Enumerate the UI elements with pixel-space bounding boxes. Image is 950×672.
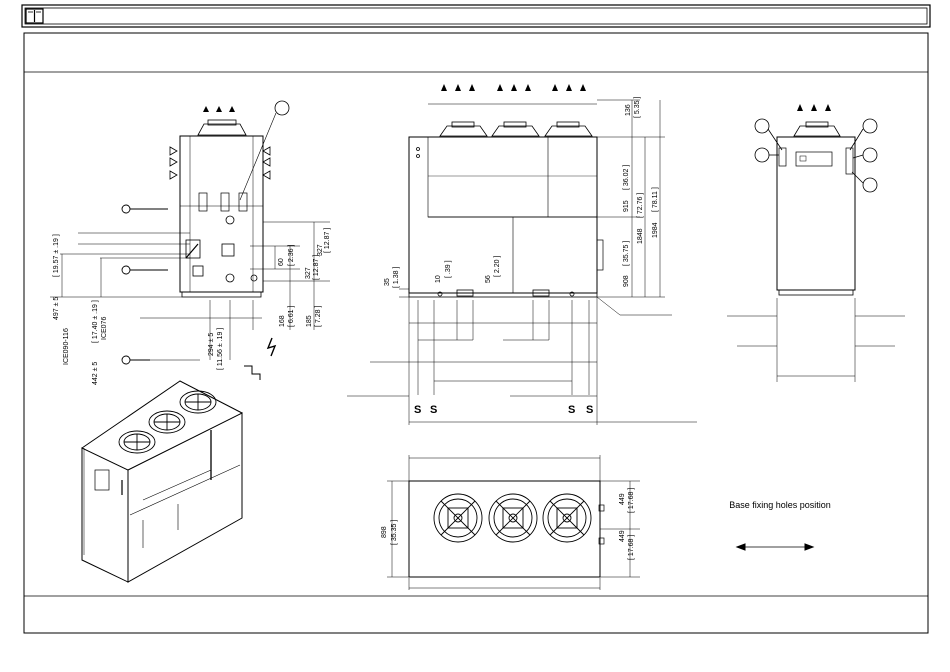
water-connection-icon bbox=[121, 204, 168, 365]
dim-text: 60 bbox=[278, 258, 285, 266]
dim-text: [ 1.38 ] bbox=[393, 267, 400, 288]
book-icon bbox=[25, 8, 44, 24]
dim-text: [ 17.68 ] bbox=[628, 535, 635, 560]
dim-text: [ 17.68 ] bbox=[628, 488, 635, 513]
callout-circle bbox=[862, 147, 878, 163]
dim-text: [ 12.87 ] bbox=[324, 228, 331, 253]
s-marker: S bbox=[430, 404, 437, 416]
callout-circle bbox=[862, 177, 878, 193]
dim-text: 1984 bbox=[652, 222, 659, 238]
airflow-arrows-top bbox=[441, 84, 586, 91]
dim-text: [ 19.57 ± .19 ] bbox=[53, 234, 60, 277]
s-markers: S S S S bbox=[414, 404, 593, 416]
callout-circle bbox=[754, 147, 770, 163]
dim-text: 35 bbox=[384, 278, 391, 286]
dim-text: [ 35.35 ] bbox=[391, 520, 398, 545]
dim-text: 294 ± 5 bbox=[208, 333, 215, 356]
dim-text: [ 72.76 ] bbox=[637, 193, 644, 218]
right-view bbox=[727, 104, 905, 382]
dim-text: [ 11.56 ± .19 ] bbox=[217, 328, 224, 370]
dim-text: [ 2.20 ] bbox=[494, 256, 501, 277]
airflow-arrows-side bbox=[169, 146, 271, 180]
dim-text: 497 ± 5 bbox=[53, 297, 60, 320]
dim-text: [ 36.02 ] bbox=[623, 165, 630, 190]
top-view bbox=[387, 455, 640, 590]
dim-text: [ 7.28 ] bbox=[315, 306, 322, 327]
dim-text: [ 78.11 ] bbox=[652, 187, 659, 212]
legend-caption: Base fixing holes position bbox=[729, 500, 831, 510]
dim-text: 136 bbox=[625, 104, 632, 116]
isometric-view bbox=[81, 380, 243, 583]
dim-text: 10 bbox=[435, 275, 442, 283]
callout-circle bbox=[862, 118, 878, 134]
dim-text: 908 bbox=[623, 275, 630, 287]
dim-text: [ 12.87 ] bbox=[313, 255, 320, 280]
dim-text: 449 bbox=[619, 530, 626, 542]
airflow-arrows-top bbox=[203, 106, 235, 112]
callout-circle bbox=[274, 100, 290, 116]
legend-arrow bbox=[735, 543, 815, 551]
dim-text: 327 bbox=[305, 267, 312, 279]
drain-icon bbox=[244, 365, 261, 380]
dim-text: [ 5.35 ] bbox=[634, 97, 641, 118]
side-view bbox=[50, 100, 330, 380]
model-label: ICE090-116 bbox=[63, 328, 70, 365]
s-marker: S bbox=[586, 404, 593, 416]
dim-text: [ 35.75 ] bbox=[623, 241, 630, 266]
dim-text: 442 ± 5 bbox=[92, 362, 99, 385]
s-marker: S bbox=[414, 404, 421, 416]
dim-text: [ 2.36 ] bbox=[288, 245, 295, 266]
dim-text: 327 bbox=[317, 244, 324, 256]
dim-text: 1848 bbox=[637, 228, 644, 244]
model-label: ICE076 bbox=[101, 317, 108, 340]
dim-text: 56 bbox=[485, 275, 492, 283]
callout-circle bbox=[754, 118, 770, 134]
dim-text: 185 bbox=[306, 315, 313, 327]
dim-text: 898 bbox=[381, 526, 388, 538]
electric-icon bbox=[266, 337, 277, 357]
dim-text: 168 bbox=[279, 315, 286, 327]
top-view-dimensions: 898 [ 35.35 ] 449 [ 17.68 ] 449 [ 17.68 … bbox=[381, 488, 635, 560]
front-view-dimensions: 136 [ 5.35 ] 915 [ 36.02 ] 908 [ 35.75 ]… bbox=[384, 97, 659, 288]
dim-text: 915 bbox=[623, 200, 630, 212]
dim-text: [ .39 ] bbox=[445, 260, 452, 278]
front-view bbox=[347, 84, 697, 425]
dim-text: 449 bbox=[619, 493, 626, 505]
header-bar bbox=[21, 4, 931, 28]
dim-text: [ 6.61 ] bbox=[288, 306, 295, 327]
dim-text: [ 17.40 ± .19 ] bbox=[92, 300, 99, 343]
fan-icon bbox=[433, 493, 592, 543]
frame bbox=[23, 32, 929, 634]
fan-icon bbox=[118, 390, 217, 454]
s-marker: S bbox=[568, 404, 575, 416]
airflow-arrows-top bbox=[797, 104, 831, 111]
side-view-dimensions: 327 [ 12.87 ] 327 [ 12.87 ] 60 [ 2.36 ] … bbox=[53, 228, 331, 385]
